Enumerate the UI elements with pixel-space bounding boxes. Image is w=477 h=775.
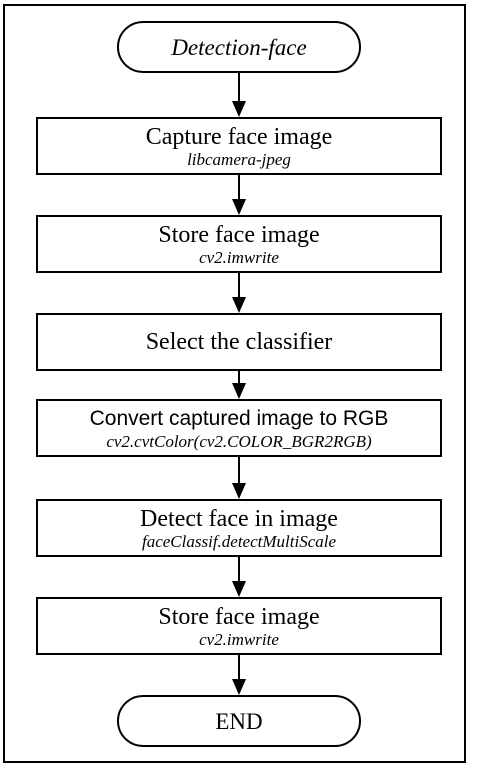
step-convert-to-rgb: Convert captured image to RGB cv2.cvtCol… xyxy=(36,399,442,457)
step-store-face-image-final: Store face image cv2.imwrite xyxy=(36,597,442,655)
step-capture-face-image: Capture face image libcamera-jpeg xyxy=(36,117,442,175)
step-code: cv2.cvtColor(cv2.COLOR_BGR2RGB) xyxy=(106,431,372,451)
arrow-start-to-step-1 xyxy=(232,73,246,117)
arrow-step-4-to-step-5 xyxy=(232,457,246,499)
arrow-step-5-to-step-6 xyxy=(232,557,246,597)
end-label: END xyxy=(215,708,263,734)
step-title: Select the classifier xyxy=(145,329,333,355)
arrow-step-6-to-end xyxy=(232,655,246,695)
arrow-step-2-to-step-3 xyxy=(232,273,246,313)
step-title: Capture face image xyxy=(145,123,333,150)
step-store-face-image: Store face image cv2.imwrite xyxy=(36,215,442,273)
arrow-step-1-to-step-2 xyxy=(232,175,246,215)
step-code: cv2.imwrite xyxy=(199,247,279,267)
start-label: Detection-face xyxy=(171,34,307,60)
end-terminal: END xyxy=(117,695,361,747)
step-code: cv2.imwrite xyxy=(199,629,279,649)
step-title: Convert captured image to RGB xyxy=(89,406,389,430)
step-title: Store face image xyxy=(158,221,320,248)
step-title: Store face image xyxy=(158,603,320,630)
step-detect-face: Detect face in image faceClassif.detectM… xyxy=(36,499,442,557)
step-select-classifier: Select the classifier xyxy=(36,313,442,371)
step-code: libcamera-jpeg xyxy=(187,149,291,169)
step-title: Detect face in image xyxy=(140,505,338,532)
step-code: faceClassif.detectMultiScale xyxy=(141,531,337,551)
diagram-frame xyxy=(3,4,466,763)
start-terminal: Detection-face xyxy=(117,21,361,73)
arrow-step-3-to-step-4 xyxy=(232,371,246,399)
